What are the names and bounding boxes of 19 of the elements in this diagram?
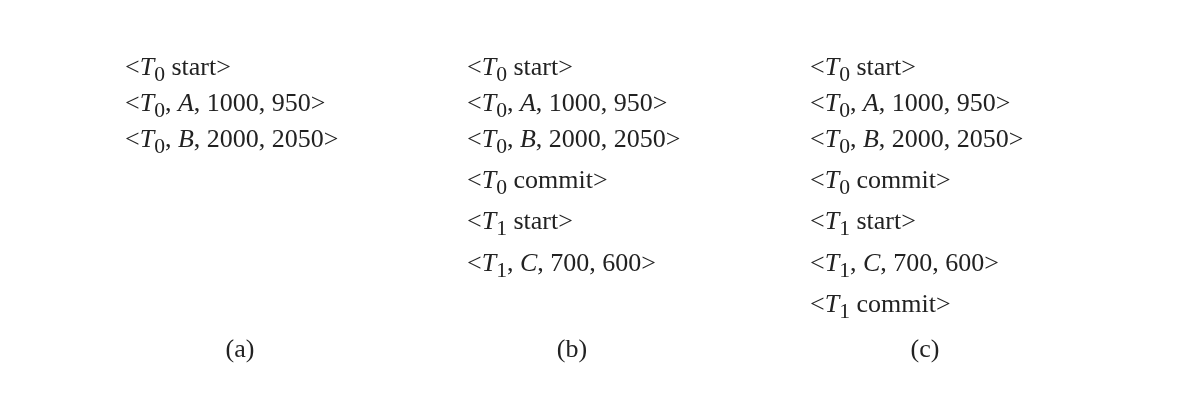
log-record: <T$_{0}$, B, 2000, 2050> [125,124,339,161]
log-record: <T$_{1}$ start> [810,206,916,243]
log-record: <T$_{0}$ commit> [810,165,951,202]
log-record: <T$_{1}$ commit> [810,289,951,326]
log-record: <T$_{0}$ start> [125,52,231,89]
log-record: <T$_{0}$, A, 1000, 950> [125,88,326,125]
panel-caption: (a) [225,334,255,364]
log-record: <T$_{0}$ start> [467,52,573,89]
log-record: <T$_{1}$, C, 700, 600> [810,248,999,285]
log-record: <T$_{1}$, C, 700, 600> [467,248,656,285]
log-record: <T$_{0}$ start> [810,52,916,89]
log-record: <T$_{0}$, B, 2000, 2050> [810,124,1024,161]
log-record: <T$_{0}$, B, 2000, 2050> [467,124,681,161]
log-record: <T$_{0}$ commit> [467,165,608,202]
panel-caption: (c) [910,334,940,364]
panel-caption: (b) [556,334,588,364]
log-record: <T$_{0}$, A, 1000, 950> [810,88,1011,125]
log-record: <T$_{0}$, A, 1000, 950> [467,88,668,125]
log-record: <T$_{1}$ start> [467,206,573,243]
